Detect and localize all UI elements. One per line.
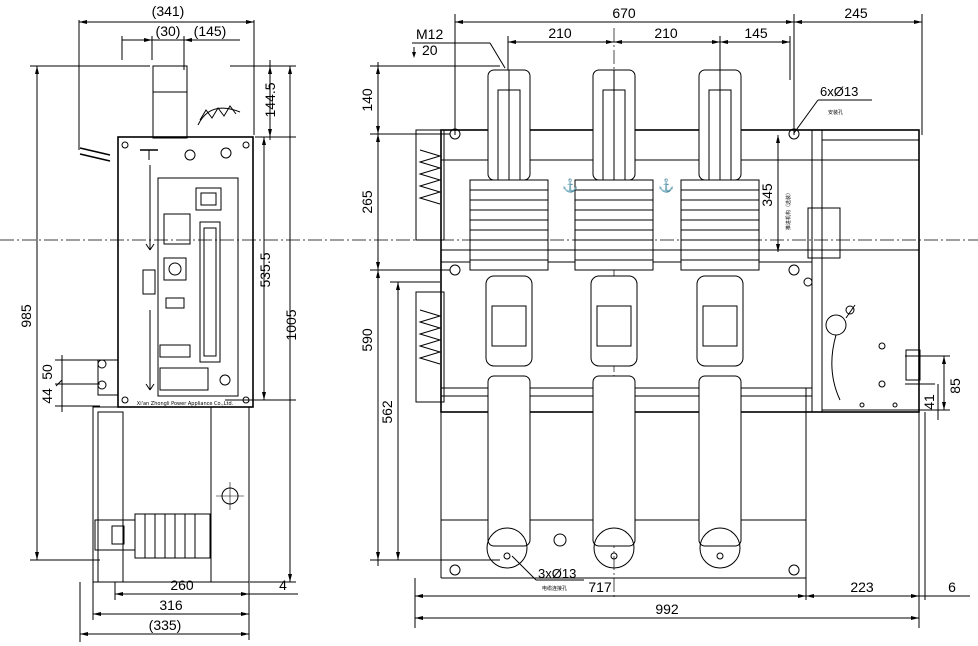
dim-1005: 1005: [283, 309, 299, 340]
holes-top-note: 6xØ13: [820, 84, 858, 99]
dim-140: 140: [359, 88, 375, 112]
rail-note: 推进机构（选装）: [785, 190, 792, 230]
dim-335: (335): [149, 617, 182, 633]
nameplate-text: Xi'an Zhongli Power Appliance Co.,Ltd.: [137, 401, 234, 407]
dim-562: 562: [379, 400, 395, 424]
dim-985: 985: [18, 304, 34, 328]
side-view: (341) (30) (145) 144.5 535.5 1005 985: [0, 3, 978, 642]
dim-717: 717: [588, 579, 612, 595]
holes-bottom-sub: 电缆连接孔: [542, 585, 567, 592]
dim-41: 41: [921, 394, 937, 410]
holes-bottom-note: 3xØ13: [538, 566, 576, 581]
dim-223: 223: [850, 579, 874, 595]
dim-210-b: 210: [654, 25, 678, 41]
dim-145: (145): [194, 23, 227, 39]
dim-6: 6: [948, 579, 956, 595]
dim-145-front: 145: [744, 25, 768, 41]
pole-3: [680, 69, 760, 569]
lift-hook-icon: ⚓: [562, 178, 578, 193]
dim-210-a: 210: [548, 25, 572, 41]
dim-85: 85: [947, 378, 963, 394]
dim-992: 992: [655, 601, 679, 617]
dim-316: 316: [159, 597, 183, 613]
dim-4: 4: [279, 577, 287, 593]
lift-hook-icon-2: ⚓: [658, 178, 674, 193]
dim-590: 590: [359, 328, 375, 352]
dim-30: (30): [156, 23, 181, 39]
dim-345: 345: [759, 183, 775, 207]
holes-top-sub: 安装孔: [828, 109, 843, 116]
front-view: 670 245 210 210 145 M12 20 6xØ13 安装孔: [359, 5, 970, 628]
dim-50: 50: [39, 364, 55, 380]
thread-label: M12: [416, 26, 443, 42]
pole-2: [574, 69, 654, 569]
dim-260: 260: [170, 577, 194, 593]
dim-670: 670: [612, 5, 636, 21]
dim-535-5: 535.5: [257, 252, 273, 287]
control-panel: [157, 177, 239, 397]
dim-341: (341): [152, 3, 185, 19]
pole-1: [469, 69, 549, 569]
dim-144-5: 144.5: [262, 82, 278, 117]
dim-265: 265: [359, 190, 375, 214]
dim-245: 245: [844, 5, 868, 21]
dim-44: 44: [39, 388, 55, 404]
thread-depth: 20: [422, 42, 438, 58]
